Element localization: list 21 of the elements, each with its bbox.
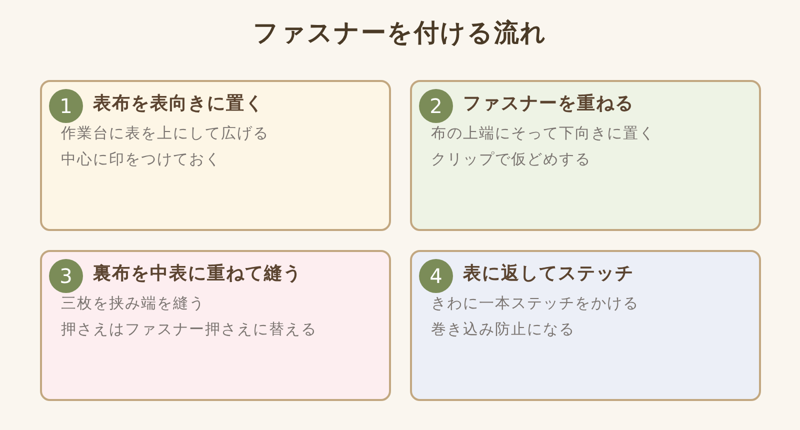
step-text: きわに一本ステッチをかける [431, 293, 639, 314]
step-number-circle: 3 [49, 259, 83, 293]
step-text: 中心に印をつけておく [61, 149, 221, 170]
step-number-circle: 4 [419, 259, 453, 293]
diagram-title: ファスナーを付ける流れ [253, 17, 547, 49]
step-card [40, 80, 391, 231]
step-heading: 表布を表向きに置く [93, 92, 264, 116]
step-text: 押さえはファスナー押さえに替える [61, 319, 317, 340]
step-number-circle: 1 [49, 89, 83, 123]
step-text: 作業台に表を上にして広げる [61, 123, 269, 144]
step-number-circle: 2 [419, 89, 453, 123]
step-text: 三枚を挟み端を縫う [61, 293, 205, 314]
step-card [40, 250, 391, 401]
step-text: 巻き込み防止になる [431, 319, 575, 340]
step-heading: ファスナーを重ねる [463, 92, 634, 116]
step-card [410, 80, 761, 231]
step-text: クリップで仮どめする [431, 149, 591, 170]
step-text: 布の上端にそって下向きに置く [431, 123, 655, 144]
step-heading: 表に返してステッチ [463, 262, 634, 286]
step-card [410, 250, 761, 401]
step-heading: 裏布を中表に重ねて縫う [93, 262, 302, 286]
